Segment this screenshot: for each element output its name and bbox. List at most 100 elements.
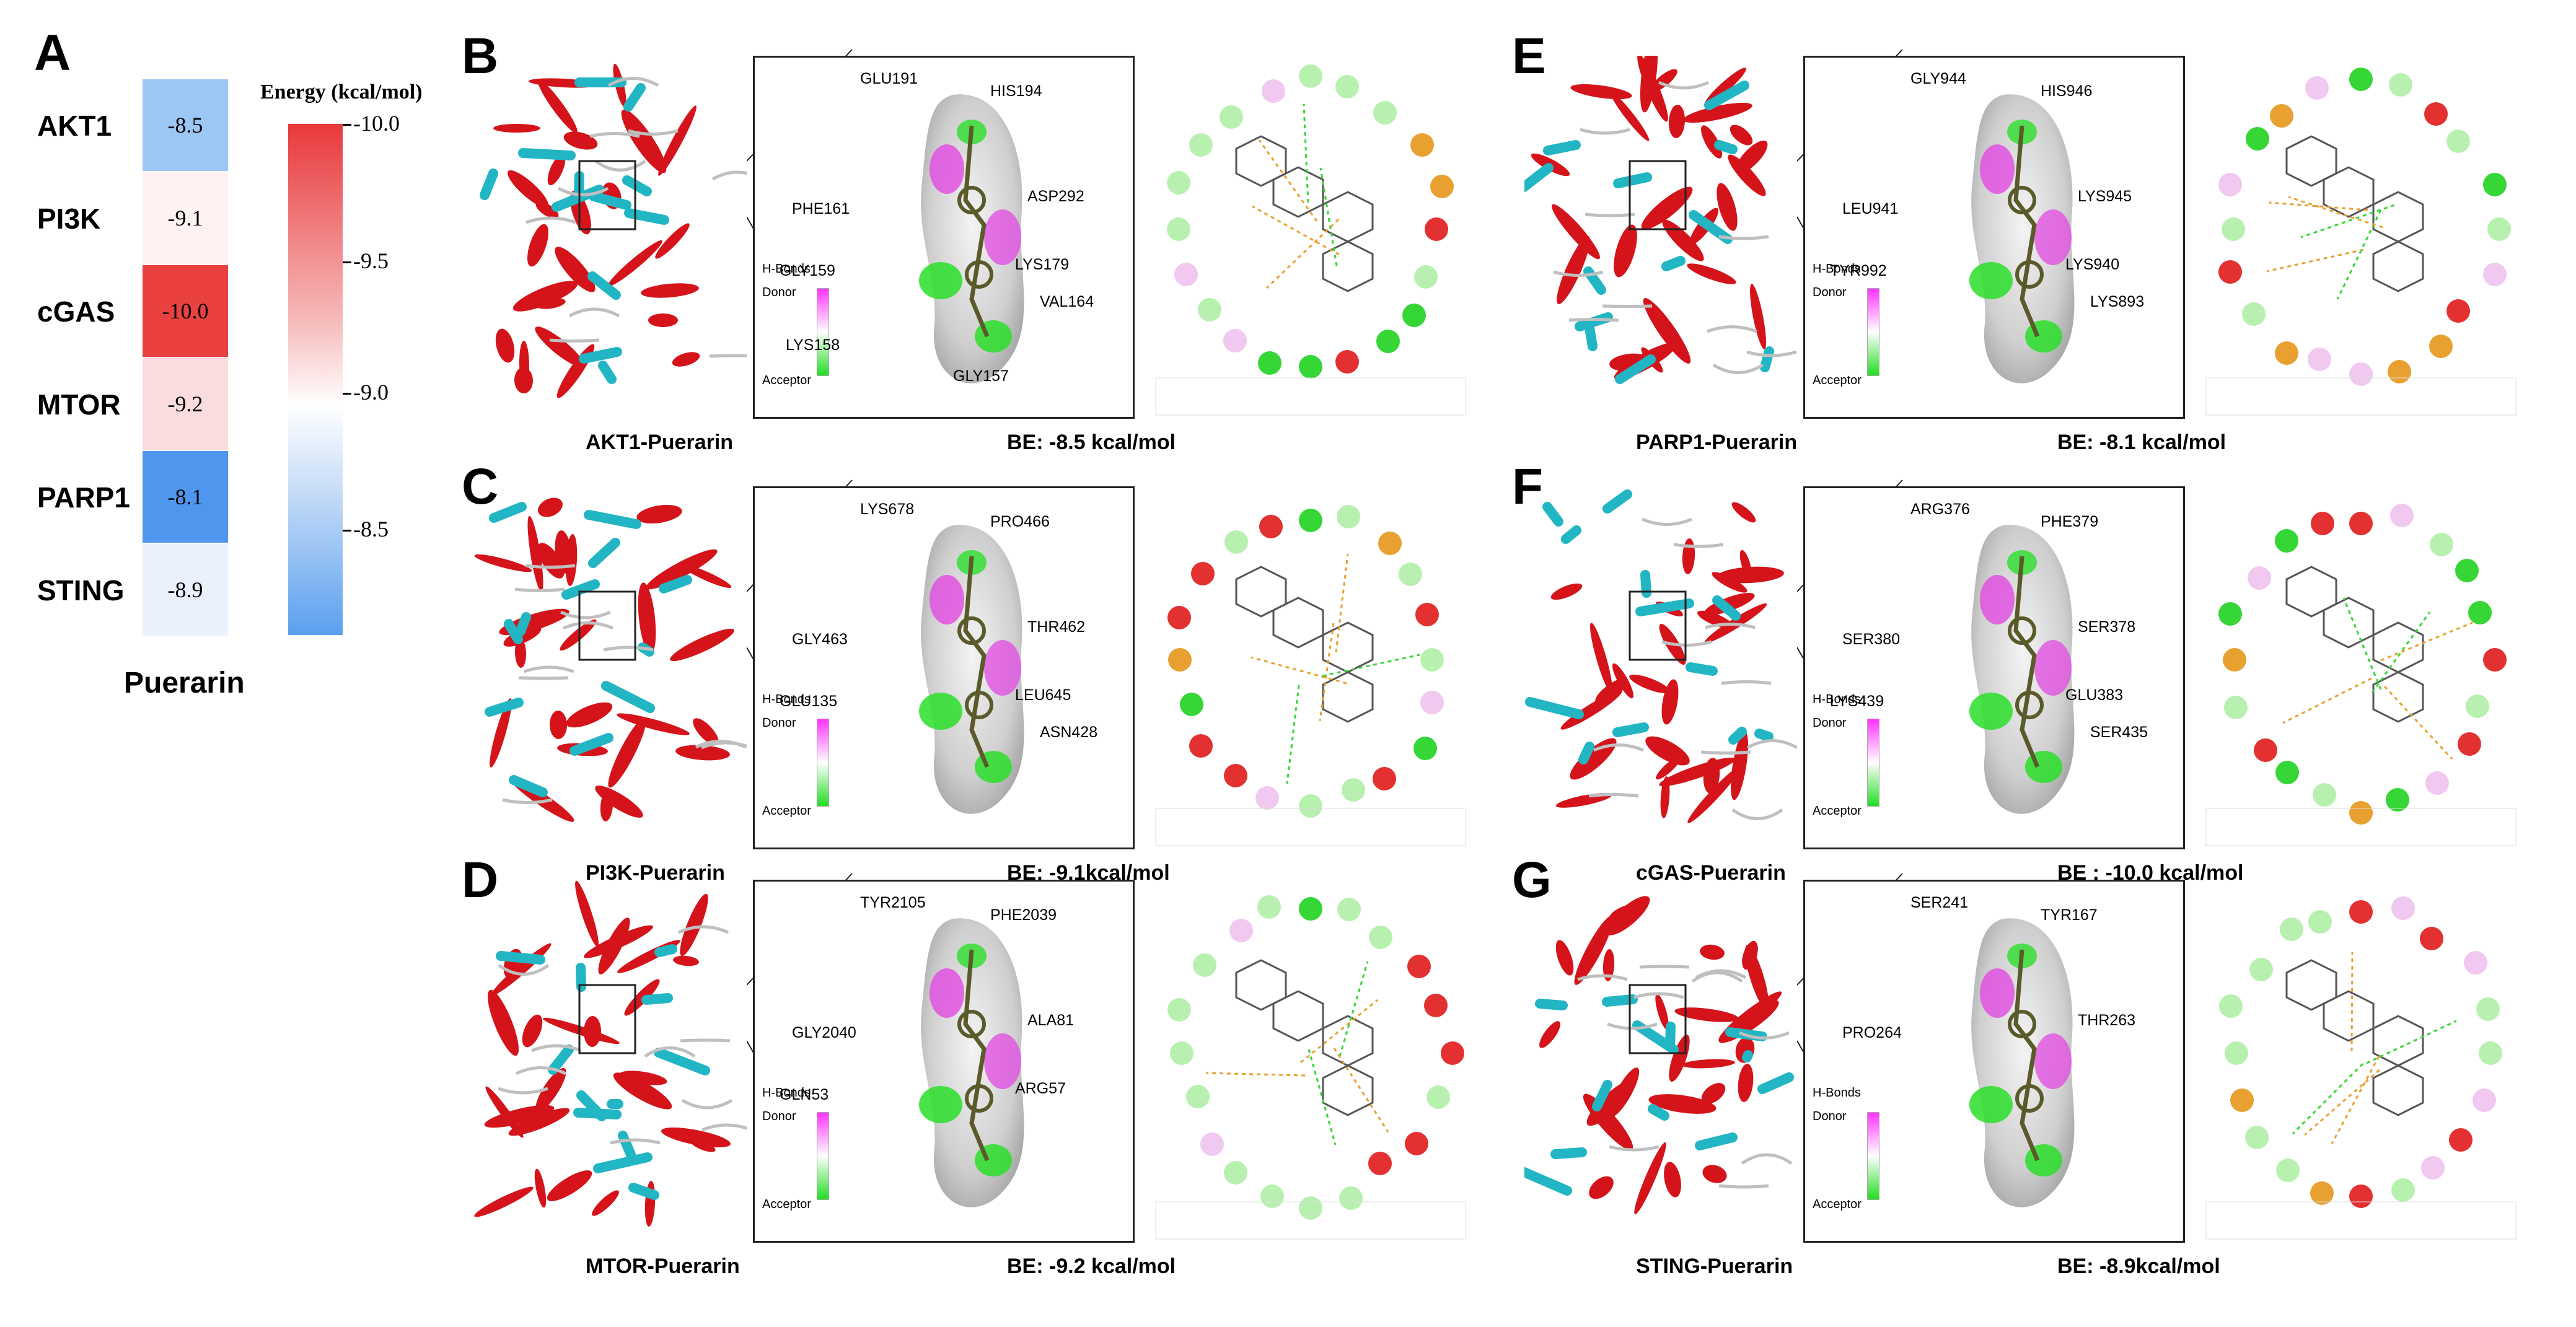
complex-caption: PI3K-Puerarin bbox=[586, 861, 725, 885]
residue-label: PHE2039 bbox=[990, 906, 1057, 924]
colorbar-tick-label: -9.0 bbox=[353, 380, 389, 405]
residue-label: TYR2105 bbox=[860, 894, 926, 911]
protein-ribbon bbox=[474, 486, 752, 836]
residue-label: LYS158 bbox=[786, 336, 840, 354]
hbond-legend-bar bbox=[817, 1112, 829, 1200]
residue-label: LYS439 bbox=[1830, 693, 1884, 710]
complex-caption: STING-Puerarin bbox=[1636, 1255, 1793, 1278]
interaction-2d-diagram bbox=[1150, 56, 1472, 431]
heatmap-row-label: STING bbox=[37, 574, 125, 607]
colorbar-title: Energy (kcal/mol) bbox=[260, 81, 423, 103]
hbond-legend-donor: Donor bbox=[762, 1110, 796, 1123]
hbond-legend-title: H-Bonds bbox=[1813, 1086, 1861, 1100]
heatmap-row-label: PI3K bbox=[37, 203, 101, 235]
residue-label: TYR992 bbox=[1830, 262, 1887, 279]
residue-label: PHE379 bbox=[2041, 513, 2099, 530]
protein-ribbon bbox=[1519, 37, 1797, 406]
colorbar-tick-label: -10.0 bbox=[353, 111, 400, 136]
residue-label: LYS678 bbox=[860, 501, 915, 518]
panel-letter-A: A bbox=[34, 25, 71, 81]
hbond-legend-acceptor: Acceptor bbox=[1813, 374, 1862, 387]
ligand-surface bbox=[1929, 507, 2115, 832]
heatmap-row-label: AKT1 bbox=[37, 110, 112, 142]
heatmap-cell: -9.2 bbox=[143, 358, 228, 450]
ligand-surface bbox=[1929, 76, 2115, 401]
heatmap-cell: -8.1 bbox=[143, 451, 228, 543]
residue-label: GLY159 bbox=[780, 262, 835, 279]
hbond-legend-acceptor: Acceptor bbox=[762, 1198, 811, 1211]
complex-caption: MTOR-Puerarin bbox=[586, 1255, 740, 1278]
protein-ribbon bbox=[474, 880, 752, 1230]
residue-label: HIS194 bbox=[990, 82, 1042, 100]
ligand-surface bbox=[879, 900, 1065, 1225]
hbond-legend-bar bbox=[817, 719, 829, 807]
residue-label: PHE161 bbox=[792, 200, 850, 217]
ligand-surface bbox=[879, 507, 1065, 832]
residue-label: GLY463 bbox=[792, 631, 848, 648]
hbond-legend-title: H-Bonds bbox=[762, 262, 811, 276]
panel-letter: E bbox=[1512, 28, 1546, 84]
residue-label: ALA81 bbox=[1027, 1012, 1075, 1029]
binding-energy: BE: -8.1 kcal/mol bbox=[2057, 431, 2227, 454]
hbond-legend-title: H-Bonds bbox=[1813, 262, 1861, 276]
residue-label: LYS179 bbox=[1015, 256, 1070, 273]
heatmap-cell: -8.5 bbox=[143, 79, 228, 171]
colorbar-tick-3 bbox=[343, 393, 351, 395]
binding-energy: BE: -8.5 kcal/mol bbox=[1007, 431, 1176, 454]
heatmap-cell: -10.0 bbox=[143, 265, 228, 357]
residue-label: ASN428 bbox=[1040, 724, 1098, 741]
panel-letter: D bbox=[462, 852, 499, 908]
residue-label: THR462 bbox=[1027, 618, 1086, 636]
colorbar bbox=[288, 124, 343, 635]
residue-label: ARG57 bbox=[1015, 1080, 1066, 1097]
hbond-legend-bar bbox=[1867, 719, 1879, 807]
residue-label: LEU645 bbox=[1015, 686, 1071, 704]
hbond-legend-donor: Donor bbox=[762, 716, 796, 730]
residue-label: SER378 bbox=[2078, 618, 2136, 636]
panel-letter: F bbox=[1512, 458, 1544, 515]
residue-label: GLN53 bbox=[780, 1086, 829, 1103]
hbond-legend-bar bbox=[1867, 288, 1879, 376]
residue-label: LYS893 bbox=[2090, 293, 2145, 310]
heatmap-row-label: MTOR bbox=[37, 388, 121, 421]
heatmap-row-label: cGAS bbox=[37, 296, 115, 328]
heatmap-cell: -9.1 bbox=[143, 172, 228, 264]
hbond-legend-donor: Donor bbox=[1813, 716, 1847, 730]
interaction-2d-diagram bbox=[1150, 880, 1472, 1255]
binding-energy: BE: -9.2 kcal/mol bbox=[1007, 1255, 1176, 1278]
panel-letter: G bbox=[1512, 852, 1552, 908]
protein-ribbon bbox=[474, 56, 763, 406]
colorbar-tick-1 bbox=[343, 124, 351, 126]
hbond-legend-acceptor: Acceptor bbox=[1813, 804, 1862, 818]
hbond-legend-donor: Donor bbox=[1813, 286, 1847, 299]
interaction-2d-diagram bbox=[2200, 486, 2522, 861]
residue-label: THR263 bbox=[2078, 1012, 2136, 1029]
residue-label: ARG376 bbox=[1910, 501, 1970, 518]
residue-label: HIS946 bbox=[2041, 82, 2093, 100]
interaction-2d-diagram bbox=[2200, 56, 2522, 431]
residue-label: GLU383 bbox=[2065, 686, 2124, 704]
protein-ribbon bbox=[1516, 880, 1797, 1230]
colorbar-tick-label: -8.5 bbox=[353, 517, 389, 541]
ligand-surface bbox=[1929, 900, 2115, 1225]
protein-ribbon bbox=[1524, 486, 1798, 836]
residue-label: GLY944 bbox=[1910, 70, 1966, 87]
hbond-legend-bar bbox=[817, 288, 829, 376]
hbond-legend-acceptor: Acceptor bbox=[762, 374, 811, 387]
interaction-2d-diagram bbox=[1150, 486, 1472, 861]
heatmap-cell: -8.9 bbox=[143, 544, 228, 636]
panel-letter: C bbox=[462, 458, 499, 515]
interaction-2d-diagram bbox=[2200, 880, 2522, 1255]
residue-label: VAL164 bbox=[1040, 293, 1094, 310]
residue-label: SER435 bbox=[2090, 724, 2148, 741]
complex-caption: PARP1-Puerarin bbox=[1636, 431, 1798, 454]
